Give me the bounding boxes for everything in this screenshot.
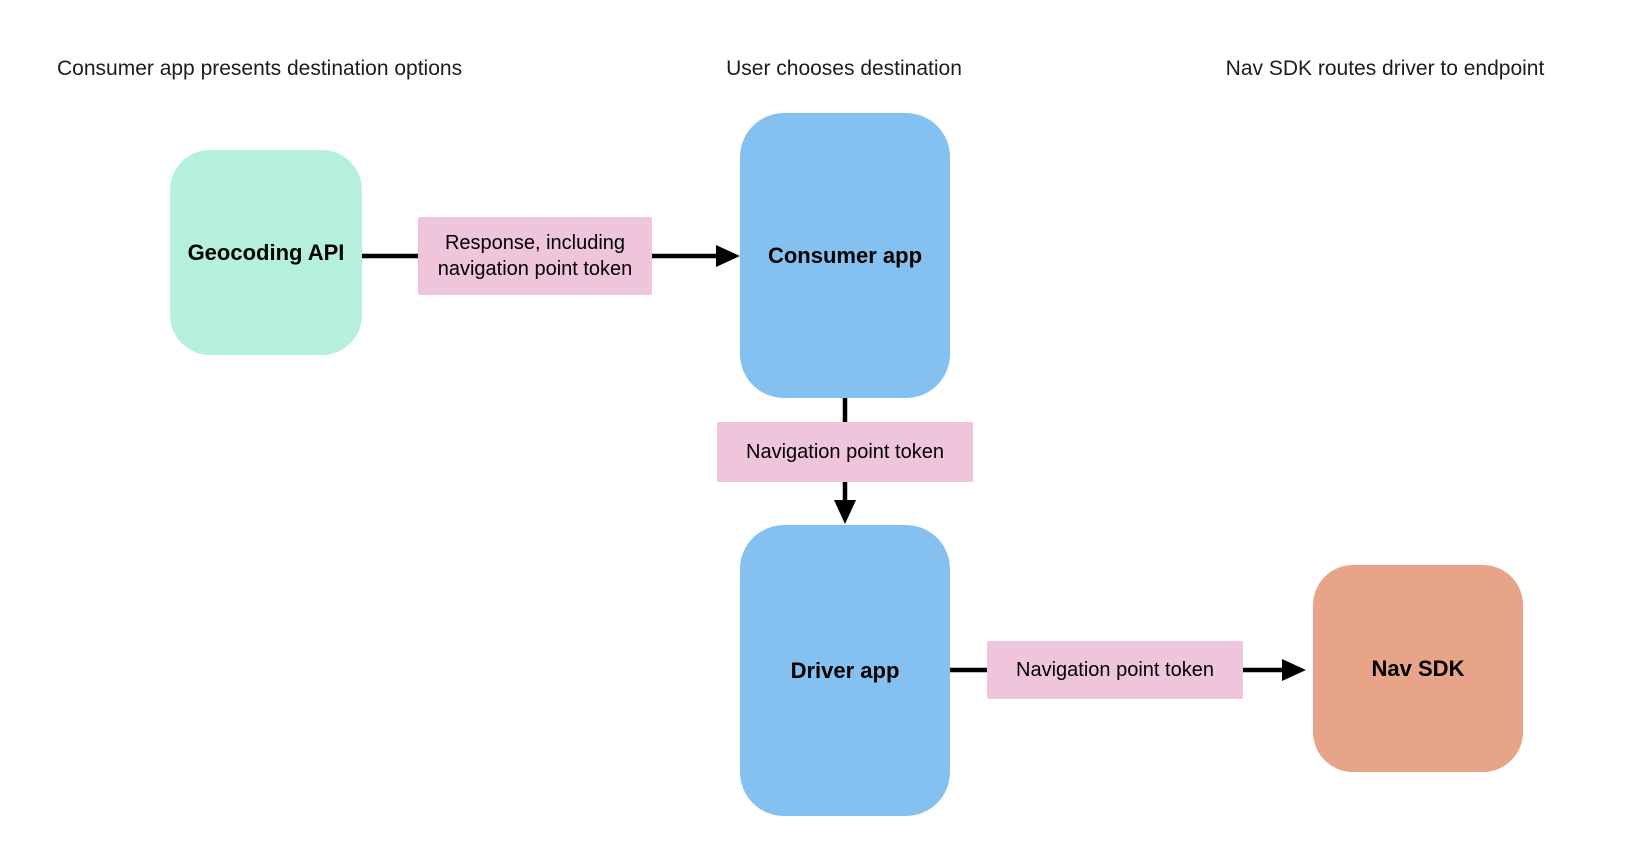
node-consumer-app: Consumer app <box>740 113 950 398</box>
column-header-nav-sdk-routes: Nav SDK routes driver to endpoint <box>1225 57 1545 80</box>
node-geocoding-api: Geocoding API <box>170 150 362 355</box>
node-nav-sdk: Nav SDK <box>1313 565 1523 772</box>
edge-label-response-token: Response, including navigation point tok… <box>418 217 652 295</box>
edge-label-navigation-point-token-1: Navigation point token <box>717 422 973 482</box>
edge-label-navigation-point-token-2: Navigation point token <box>987 641 1243 699</box>
arrowhead-right-icon <box>716 245 740 267</box>
node-driver-app: Driver app <box>740 525 950 816</box>
arrowhead-right-icon <box>1282 659 1306 681</box>
arrowhead-down-icon <box>834 500 856 524</box>
column-header-consumer-presents: Consumer app presents destination option… <box>57 57 463 80</box>
column-header-user-chooses: User chooses destination <box>726 57 962 80</box>
